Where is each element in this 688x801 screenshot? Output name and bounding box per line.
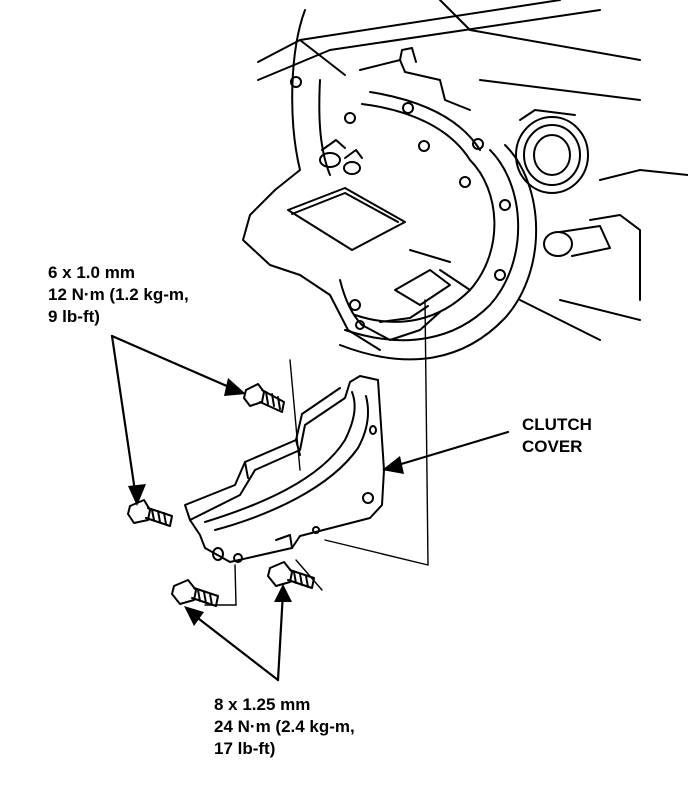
lower-bolt-torque-line2: 17 lb-ft) (214, 739, 276, 758)
bolt-icon (243, 383, 285, 413)
clutch-cover-label: CLUTCH COVER (522, 414, 592, 458)
engine-block (242, 0, 688, 351)
clutch-cover-label-line2: COVER (522, 437, 583, 456)
bolt-icon (127, 499, 173, 527)
lower-bolt-size: 8 x 1.25 mm (214, 695, 311, 714)
upper-bolt-torque-line2: 9 lb-ft) (48, 307, 100, 326)
lower-bolt-spec: 8 x 1.25 mm 24 N·m (2.4 kg-m, 17 lb-ft) (214, 694, 355, 760)
arrow-icon (110, 334, 510, 682)
arrowheads (128, 378, 404, 626)
lower-bolt-torque-line1: 24 N·m (2.4 kg-m, (214, 717, 355, 736)
upper-bolt-spec: 6 x 1.0 mm 12 N·m (1.2 kg-m, 9 lb-ft) (48, 262, 189, 328)
assembly-lines (204, 299, 429, 606)
bolt-icon (267, 561, 315, 589)
housing-flange (339, 144, 538, 361)
clutch-cover-label-line1: CLUTCH (522, 415, 592, 434)
bolt-icon (171, 579, 219, 607)
upper-bolt-torque-line1: 12 N·m (1.2 kg-m, (48, 285, 189, 304)
clutch-cover (184, 375, 385, 563)
upper-bolt-size: 6 x 1.0 mm (48, 263, 135, 282)
